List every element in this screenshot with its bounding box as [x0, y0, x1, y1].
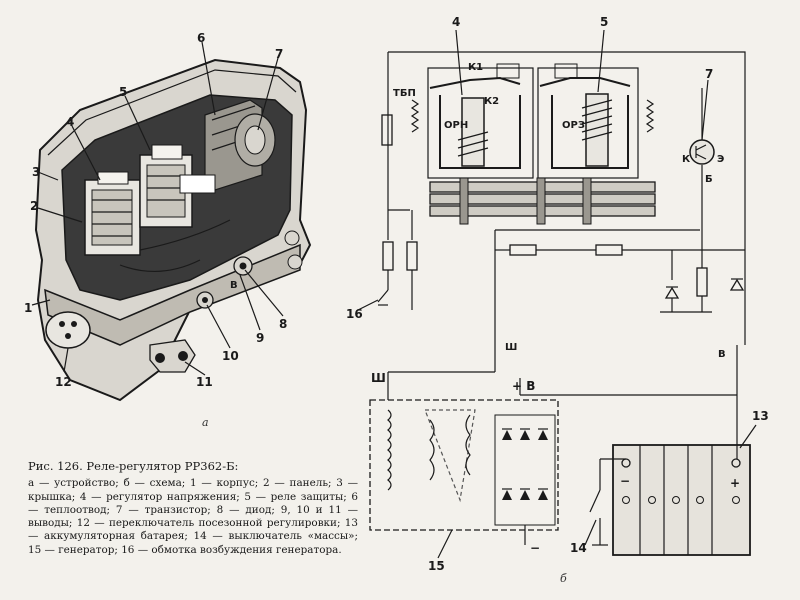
label-v: В [718, 349, 726, 360]
battery-plus: + [730, 476, 740, 490]
caption-title: Рис. 126. Реле-регулятор РР362-Б: [28, 459, 239, 473]
label-9: 9 [256, 331, 264, 345]
relay-4-drawing [84, 171, 141, 256]
label-b: Б [705, 174, 713, 185]
schem-label-16: 16 [346, 307, 363, 321]
label-k: К [682, 154, 691, 165]
label-12: 12 [55, 375, 72, 389]
schematic [357, 29, 757, 559]
label-k2: К2 [484, 96, 499, 107]
label-7: 7 [275, 47, 283, 61]
sublabel-b: б [560, 572, 567, 585]
battery-minus: − [620, 474, 630, 488]
label-plus-v: + В [512, 379, 535, 393]
schem-label-5: 5 [600, 15, 608, 29]
caption-body: а — устройство; б — схема; 1 — корпус; 2… [28, 477, 358, 556]
schem-label-15: 15 [428, 559, 445, 573]
label-orz: ОРЗ [562, 120, 585, 131]
label-k1: К1 [468, 62, 483, 73]
label-11: 11 [196, 375, 213, 389]
label-4: 4 [66, 115, 74, 129]
schem-label-14: 14 [570, 541, 587, 555]
label-terminal-v: В [230, 280, 238, 291]
label-3: 3 [32, 165, 40, 179]
label-tbp: ТБП [393, 88, 416, 99]
label-2: 2 [30, 199, 38, 213]
relay-5-drawing [139, 144, 216, 228]
figure-caption: Рис. 126. Реле-регулятор РР362-Б: а — ус… [28, 459, 358, 557]
label-8: 8 [279, 317, 287, 331]
device-illustration [31, 41, 312, 402]
schem-label-7: 7 [705, 67, 713, 81]
schem-label-4: 4 [452, 15, 460, 29]
label-gen-minus: − [530, 541, 540, 555]
label-sh: Ш [505, 342, 517, 353]
label-e: Э [717, 154, 724, 165]
schem-label-13: 13 [752, 409, 769, 423]
rectifier-diodes [502, 428, 548, 500]
sublabel-a: а [202, 416, 209, 429]
label-sh-gen: Ш [371, 371, 386, 385]
label-1: 1 [24, 301, 32, 315]
label-6: 6 [197, 31, 205, 45]
label-orn: ОРН [444, 120, 468, 131]
label-5: 5 [119, 85, 127, 99]
label-10: 10 [222, 349, 239, 363]
